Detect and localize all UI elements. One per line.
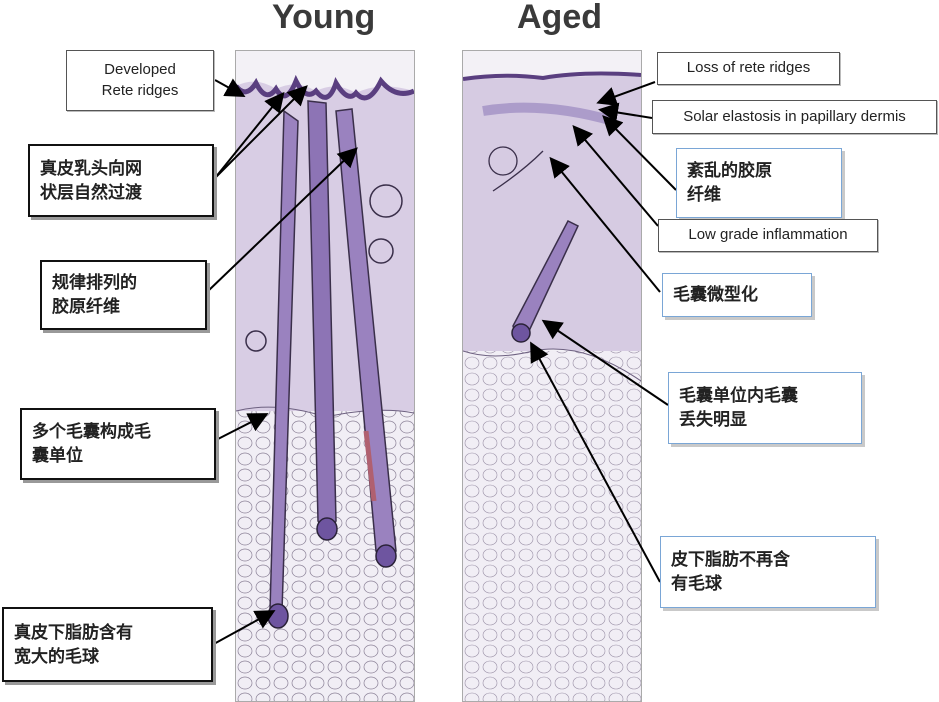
aged-histology-image	[463, 51, 641, 701]
title-aged: Aged	[517, 0, 602, 36]
label-follicle-unit: 多个毛囊构成毛 囊单位	[20, 408, 216, 480]
young-histology-image	[236, 51, 414, 701]
label-collagen-regular: 规律排列的 胶原纤维	[40, 260, 207, 330]
label-solar-elastosis: Solar elastosis in papillary dermis	[652, 100, 937, 134]
label-no-bulb: 皮下脂肪不再含 有毛球	[660, 536, 876, 608]
label-dermal-transition: 真皮乳头向网 状层自然过渡	[28, 144, 214, 217]
young-histology-panel	[235, 50, 415, 702]
label-miniaturization: 毛囊微型化	[662, 273, 812, 317]
title-young: Young	[272, 0, 376, 36]
label-developed-rete-ridges: Developed Rete ridges	[66, 50, 214, 111]
label-low-grade-inflammation: Low grade inflammation	[658, 219, 878, 252]
label-bulb-large: 真皮下脂肪含有 宽大的毛球	[2, 607, 213, 682]
label-loss-of-rete-ridges: Loss of rete ridges	[657, 52, 840, 85]
label-collagen-disorder: 紊乱的胶原 纤维	[676, 148, 842, 218]
label-follicle-loss: 毛囊单位内毛囊 丢失明显	[668, 372, 862, 444]
aged-histology-panel	[462, 50, 642, 702]
